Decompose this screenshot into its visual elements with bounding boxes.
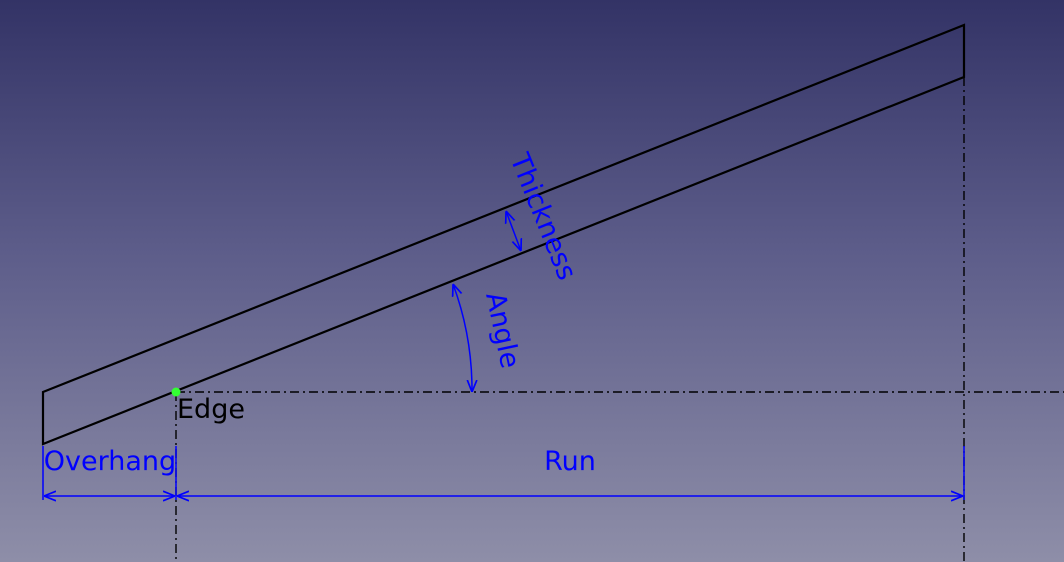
construction-lines [175, 77, 1064, 562]
angle-label: Angle [479, 289, 525, 371]
angle-dimension-arc [453, 284, 472, 392]
overhang-label: Overhang [44, 446, 176, 477]
thickness-dimension-line [506, 211, 521, 251]
horizontal-dimensions [42, 446, 965, 500]
edge-label: Edge [177, 394, 245, 425]
run-label: Run [544, 446, 596, 477]
edge-marker-point [171, 387, 181, 397]
rafter-outline [41, 23, 966, 446]
thickness-label: Thickness [503, 148, 582, 284]
